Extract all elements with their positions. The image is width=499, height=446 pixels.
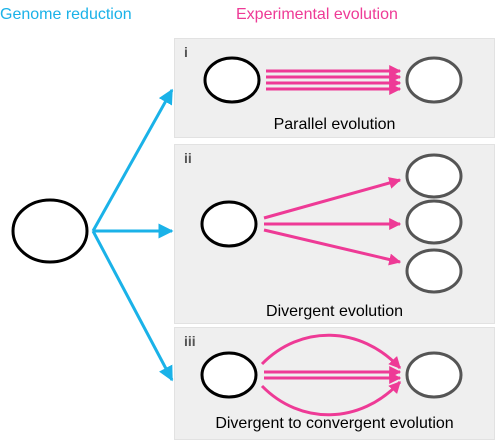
panel-caption: Divergent evolution [266, 303, 403, 320]
panel-numeral: ii [184, 150, 192, 166]
converging-lineage-arrow [260, 380, 402, 417]
genome-reduction-arrow-i [91, 88, 174, 232]
starting-population-circle [200, 351, 258, 399]
evolved-population-circle [405, 351, 463, 399]
evolved-population-circle [405, 153, 463, 199]
evolved-population-circle [405, 248, 463, 294]
genome-reduction-title: Genome reduction [0, 6, 132, 23]
starting-population-circle [203, 56, 261, 104]
panel-caption: Divergent to convergent evolution [215, 415, 454, 432]
genome-reduction-arrow-iii [91, 230, 174, 382]
experimental-evolution-title: Experimental evolution [236, 6, 398, 23]
panel-numeral: i [184, 44, 188, 60]
ancestor-circle [11, 198, 89, 264]
evolved-population-circle [405, 56, 463, 104]
starting-population-circle [200, 200, 258, 248]
divergent-lineage-arrow [263, 177, 402, 220]
converging-lineage-arrow [260, 333, 402, 370]
panel-numeral: iii [184, 333, 196, 349]
panel-caption: Parallel evolution [273, 116, 396, 133]
evolved-population-circle [405, 199, 463, 245]
divergent-lineage-arrow [263, 228, 402, 266]
